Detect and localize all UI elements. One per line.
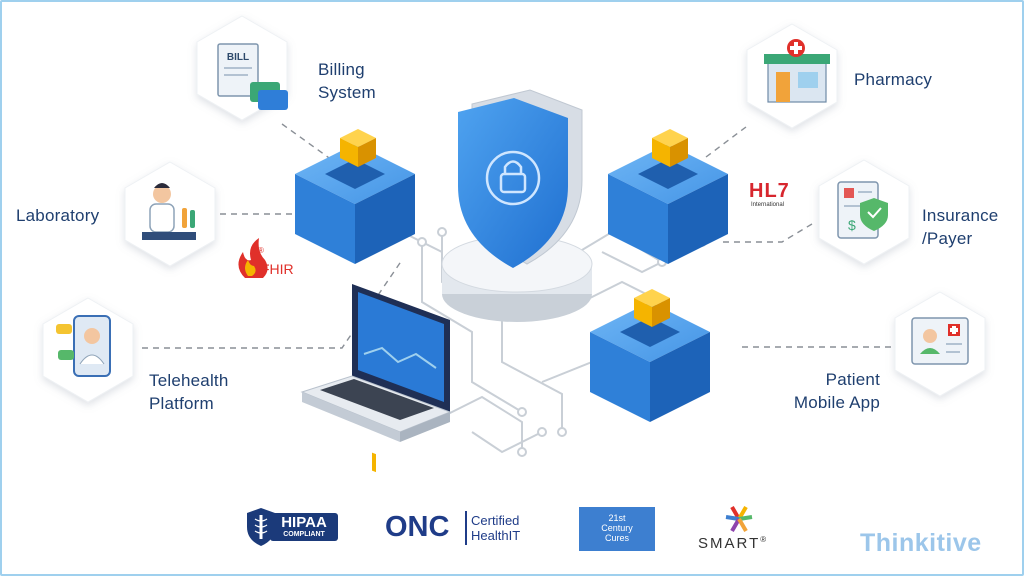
node-label-pharmacy: Pharmacy (854, 68, 932, 91)
connector-billing (281, 123, 333, 161)
fhir-label: FHIR (261, 261, 294, 277)
node-label-telehealth-line1: Telehealth (149, 371, 229, 390)
node-label-insurance-line1: Insurance (922, 206, 999, 225)
node-label-patient-app-line1: Patient (825, 370, 880, 389)
fhir-logo-text: FHIR (261, 261, 294, 277)
onc-logo: ONC Certified HealthIT (385, 511, 535, 545)
node-label-patient-app-line2: Mobile App (793, 393, 880, 412)
smart-logo: SMART® (698, 505, 788, 553)
laptop-icon (300, 284, 452, 473)
connector-insurance (720, 223, 813, 243)
connector-telehealth (142, 259, 403, 349)
node-label-billing: Billing System (318, 58, 376, 104)
cube-billing (295, 129, 415, 264)
patient-card-icon (911, 317, 969, 365)
node-label-laboratory-line1: Laboratory (16, 206, 100, 225)
scientist-icon (142, 183, 196, 240)
hipaa-shield-icon (247, 508, 275, 546)
hipaa-badge: HIPAA COMPLIANT (246, 507, 340, 547)
node-label-patient-app: Patient Mobile App (762, 368, 880, 414)
cures-line2: Century (601, 523, 633, 533)
smart-text: SMART® (698, 535, 768, 552)
hipaa-line2: COMPLIANT (283, 531, 325, 538)
gold-cube-pharmacy (652, 129, 688, 167)
security-shield-icon (458, 89, 583, 268)
smart-label: SMART (698, 535, 761, 552)
cures-line3: Cures (604, 533, 629, 543)
doctor-phone-icon (56, 315, 111, 377)
hipaa-text-block: HIPAA COMPLIANT (270, 513, 338, 541)
gold-cube-patient-app (634, 289, 670, 327)
thinkitive-brand: Thinkitive (860, 529, 982, 557)
node-label-telehealth: Telehealth Platform (149, 369, 229, 415)
bill-label: BILL (227, 52, 249, 63)
node-label-laboratory: Laboratory (16, 204, 99, 227)
onc-healthit: HealthIT (471, 528, 521, 543)
onc-certified: Certified (471, 513, 520, 528)
onc-divider (465, 511, 467, 545)
connector-lines (142, 123, 902, 349)
pharmacy-store-icon (764, 39, 830, 103)
node-label-insurance-line2: /Payer (922, 229, 973, 248)
hipaa-line1: HIPAA (281, 514, 327, 531)
connector-pharmacy (701, 126, 747, 161)
svg-text:$: $ (848, 217, 856, 233)
fhir-registered-mark: ® (258, 246, 264, 255)
cures-logo: 21st Century Cures (579, 507, 655, 551)
bill-icon: BILL (217, 43, 288, 110)
node-label-billing-line1: Billing (318, 60, 365, 79)
hl7-subtitle: International (751, 202, 785, 208)
node-label-telehealth-line2: Platform (149, 394, 214, 413)
cures-line1: 21st (608, 513, 626, 523)
insurance-document-icon: $ (837, 181, 888, 239)
hl7-logo-text: HL7 (749, 180, 790, 202)
onc-mark: ONC (385, 511, 450, 543)
cube-pharmacy (608, 129, 728, 264)
gold-cube-billing (340, 129, 376, 167)
fhir-flame-icon (238, 238, 268, 278)
smart-star-icon (725, 505, 753, 533)
node-label-insurance: Insurance /Payer (922, 204, 998, 250)
cube-patient-app (590, 289, 710, 422)
node-label-billing-line2: System (318, 83, 376, 102)
node-label-pharmacy-line1: Pharmacy (854, 70, 933, 89)
smart-registered: ® (760, 535, 769, 544)
